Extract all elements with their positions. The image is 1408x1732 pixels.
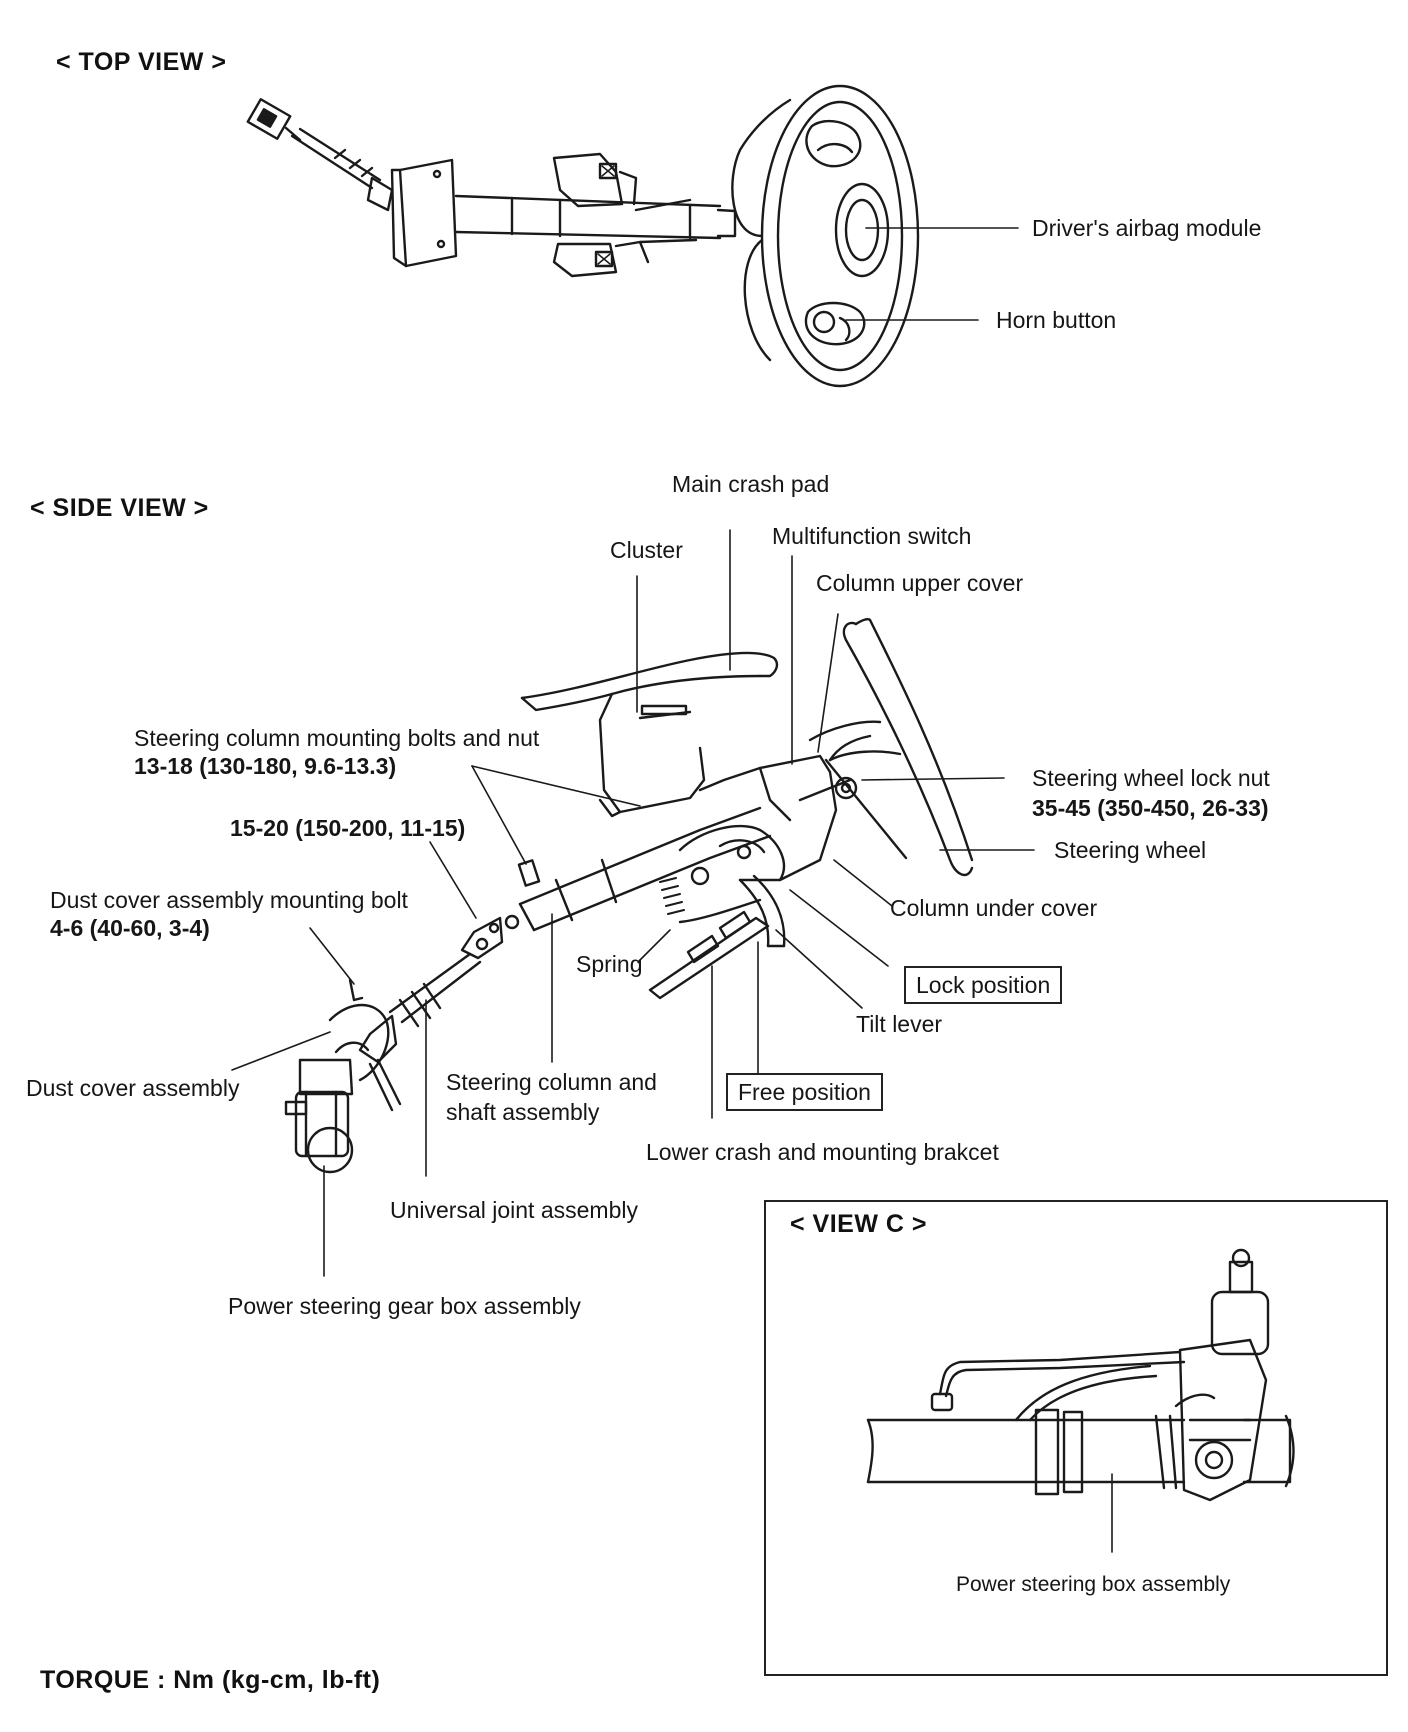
side-spring: [659, 877, 685, 915]
side-view-title: < SIDE VIEW >: [30, 494, 209, 522]
label-free-position: Free position: [726, 1073, 883, 1111]
top-universal-joint: [246, 98, 302, 142]
side-tilt-mechanism: [678, 824, 786, 948]
leader-mount-bolts-b: [471, 765, 527, 865]
top-steering-wheel: [731, 84, 920, 388]
label-tilt-lever: Tilt lever: [856, 1011, 943, 1037]
side-column-tube: [518, 806, 772, 932]
label-universal-joint: Universal joint assembly: [390, 1197, 638, 1223]
top-view-drawing: [246, 84, 1019, 388]
label-spring: Spring: [576, 951, 643, 977]
leader-dust-cover: [231, 1031, 331, 1071]
label-steering-wheel: Steering wheel: [1054, 837, 1207, 863]
label-column-shaft-line2: shaft assembly: [446, 1099, 600, 1125]
side-crash-pad: [520, 651, 779, 712]
label-dust-cover-bolt: Dust cover assembly mounting bolt: [50, 887, 408, 913]
leader-lock-position: [789, 889, 889, 967]
side-universal-joint: [358, 916, 504, 1064]
label-gear-box: Power steering gear box assembly: [228, 1293, 581, 1319]
label-cluster: Cluster: [610, 537, 683, 563]
side-view-drawing: [231, 529, 1035, 1277]
label-dust-cover-assembly: Dust cover assembly: [26, 1075, 240, 1101]
side-steering-wheel: [808, 618, 974, 877]
view-c-drawing: [866, 1248, 1295, 1553]
label-box-assembly: Power steering box assembly: [956, 1573, 1231, 1596]
label-column-under-cover: Column under cover: [890, 895, 1098, 921]
label-column-upper-cover: Column upper cover: [816, 570, 1024, 596]
leader-lock-nut: [861, 777, 1005, 781]
top-lower-shaft: [290, 127, 382, 190]
label-airbag-module: Driver's airbag module: [1032, 215, 1262, 241]
label-torque-15-20: 15-20 (150-200, 11-15): [230, 815, 466, 841]
top-lower-switch: [552, 238, 698, 278]
label-lock-nut-torque: 35-45 (350-450, 26-33): [1032, 795, 1269, 821]
label-horn-button: Horn button: [996, 307, 1117, 333]
leader-15-20: [429, 841, 477, 919]
leader-mount-bolts-a: [471, 765, 641, 807]
leader-spring: [637, 929, 671, 963]
leader-under-cover: [833, 859, 893, 907]
label-main-crash-pad: Main crash pad: [672, 471, 830, 497]
side-upper-cover: [698, 754, 858, 882]
leader-dust-bolt: [309, 927, 355, 985]
side-mounting-bolts: [488, 859, 541, 934]
leader-upper-cover: [817, 613, 839, 753]
side-cluster: [598, 692, 706, 818]
leader-tilt-lever: [775, 929, 863, 1009]
label-column-shaft-line1: Steering column and: [446, 1069, 657, 1095]
view-c-frame: [764, 1200, 1388, 1676]
view-c-title: < VIEW C >: [790, 1210, 927, 1238]
label-lower-crash: Lower crash and mounting brakcet: [646, 1139, 999, 1165]
top-view-title: < TOP VIEW >: [56, 48, 227, 76]
top-column-tube: [454, 194, 737, 240]
label-dust-cover-bolt-torque: 4-6 (40-60, 3-4): [50, 915, 210, 941]
side-leaders: [231, 529, 1035, 1277]
label-mounting-bolts-torque: 13-18 (130-180, 9.6-13.3): [134, 753, 397, 779]
side-lower-bracket: [648, 910, 770, 1000]
label-lock-position: Lock position: [904, 966, 1063, 1004]
top-upper-switch: [552, 152, 692, 212]
side-gear-box: [284, 1058, 354, 1174]
label-mounting-bolts: Steering column mounting bolts and nut: [134, 725, 540, 751]
torque-units-note: TORQUE : Nm (kg-cm, lb-ft): [40, 1666, 381, 1694]
label-lock-nut: Steering wheel lock nut: [1032, 765, 1270, 791]
side-dust-cover: [328, 978, 402, 1112]
top-bracket: [366, 158, 458, 268]
label-multifunction-switch: Multifunction switch: [772, 523, 972, 549]
